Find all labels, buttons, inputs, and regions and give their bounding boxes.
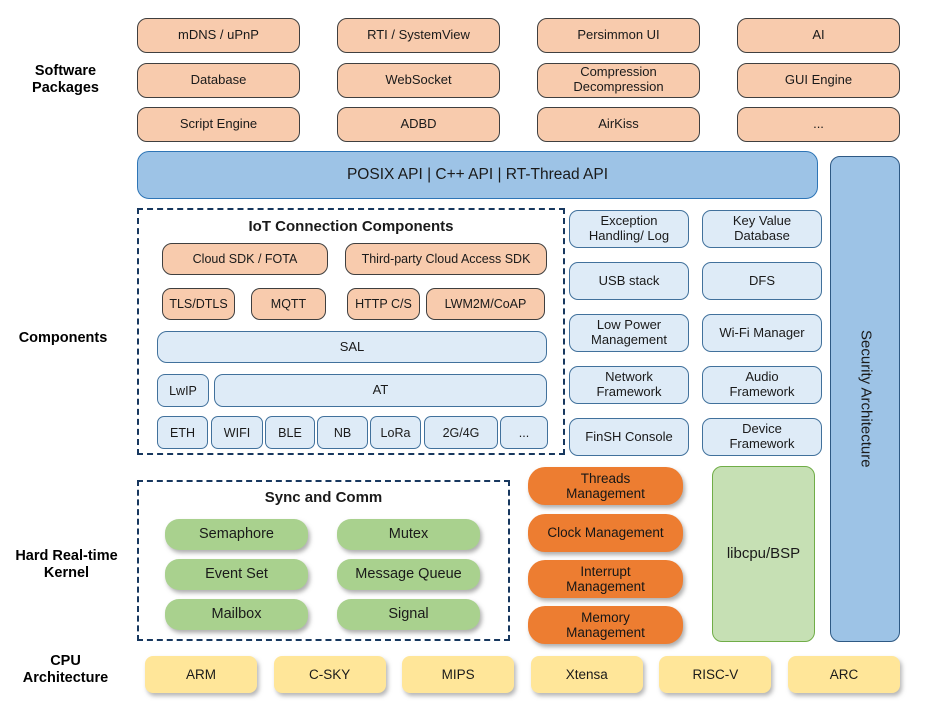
- libcpu-bsp-box: libcpu/BSP: [712, 466, 815, 642]
- signal-box: Signal: [337, 599, 480, 630]
- package-box-adbd: ADBD: [337, 107, 500, 142]
- low-power-management-box: Low Power Management: [569, 314, 689, 352]
- mailbox-box: Mailbox: [165, 599, 308, 630]
- audio-framework-box: Audio Framework: [702, 366, 822, 404]
- memory-management-box: Memory Management: [528, 606, 683, 644]
- security-architecture-label: Security Architecture: [857, 330, 875, 468]
- cpu-arc-box: ARC: [787, 656, 900, 693]
- package-box-ai: AI: [737, 18, 900, 53]
- section-label-components: Components: [18, 330, 108, 346]
- package-box-websocket: WebSocket: [337, 62, 500, 98]
- usb-stack-box: USB stack: [569, 262, 689, 300]
- finsh-console-box: FinSH Console: [569, 418, 689, 456]
- software-packages-grid: mDNS / uPnP RTI / SystemView Persimmon U…: [137, 18, 900, 142]
- network-framework-box: Network Framework: [569, 366, 689, 404]
- third-party-cloud-access-sdk-box: Third-party Cloud Access SDK: [345, 243, 547, 275]
- package-box-airkiss: AirKiss: [537, 107, 700, 142]
- dfs-box: DFS: [702, 262, 822, 300]
- lwm2m-coap-box: LWM2M/CoAP: [426, 288, 545, 320]
- link-2g4g-box: 2G/4G: [424, 416, 498, 449]
- security-architecture-bar: Security Architecture: [830, 156, 900, 642]
- package-box-mdns-upnp: mDNS / uPnP: [137, 18, 300, 53]
- section-label-software-packages: Software Packages: [32, 63, 99, 96]
- package-box-database: Database: [137, 62, 300, 98]
- event-set-box: Event Set: [165, 559, 308, 590]
- exception-handling-log-box: Exception Handling/ Log: [569, 210, 689, 248]
- http-cs-box: HTTP C/S: [347, 288, 420, 320]
- link-wifi-box: WIFI: [211, 416, 263, 449]
- link-eth-box: ETH: [157, 416, 208, 449]
- cpu-arm-box: ARM: [145, 656, 257, 693]
- mqtt-box: MQTT: [251, 288, 326, 320]
- link-ble-box: BLE: [265, 416, 315, 449]
- package-box-script-engine: Script Engine: [137, 107, 300, 142]
- package-box-persimmon-ui: Persimmon UI: [537, 18, 700, 53]
- link-lora-box: LoRa: [370, 416, 421, 449]
- iot-group-title: IoT Connection Components: [248, 218, 454, 235]
- key-value-database-box: Key Value Database: [702, 210, 822, 248]
- package-box-gui-engine: GUI Engine: [737, 62, 900, 98]
- link-more-box: ...: [500, 416, 548, 449]
- tls-dtls-box: TLS/DTLS: [162, 288, 235, 320]
- mutex-box: Mutex: [337, 519, 480, 550]
- lwip-box: LwIP: [157, 374, 209, 407]
- clock-management-box: Clock Management: [528, 514, 683, 552]
- sync-and-comm-group: Sync and Comm Semaphore Mutex Event Set …: [137, 480, 510, 641]
- iot-connection-components-group: IoT Connection Components Cloud SDK / FO…: [137, 208, 565, 455]
- cpu-csky-box: C-SKY: [273, 656, 386, 693]
- section-label-cpu-architecture: CPU Architecture: [22, 653, 109, 686]
- sal-box: SAL: [157, 331, 547, 363]
- cpu-mips-box: MIPS: [402, 656, 515, 693]
- package-box-rti-systemview: RTI / SystemView: [337, 18, 500, 53]
- cpu-xtensa-box: Xtensa: [530, 656, 643, 693]
- cpu-architecture-row: ARM C-SKY MIPS Xtensa RISC-V ARC: [145, 656, 900, 693]
- wifi-manager-box: Wi-Fi Manager: [702, 314, 822, 352]
- message-queue-box: Message Queue: [337, 559, 480, 590]
- at-box: AT: [214, 374, 547, 407]
- api-layer-bar: POSIX API | C++ API | RT-Thread API: [137, 151, 818, 199]
- link-nb-box: NB: [317, 416, 368, 449]
- interrupt-management-box: Interrupt Management: [528, 560, 683, 598]
- semaphore-box: Semaphore: [165, 519, 308, 550]
- sync-group-title: Sync and Comm: [264, 489, 383, 506]
- cpu-riscv-box: RISC-V: [659, 656, 772, 693]
- section-label-kernel: Hard Real-time Kernel: [15, 548, 118, 581]
- package-box-more: ...: [737, 107, 900, 142]
- device-framework-box: Device Framework: [702, 418, 822, 456]
- threads-management-box: Threads Management: [528, 467, 683, 505]
- cloud-sdk-fota-box: Cloud SDK / FOTA: [162, 243, 328, 275]
- package-box-compression: Compression Decompression: [537, 62, 700, 98]
- component-services-grid: Exception Handling/ Log Key Value Databa…: [569, 210, 822, 456]
